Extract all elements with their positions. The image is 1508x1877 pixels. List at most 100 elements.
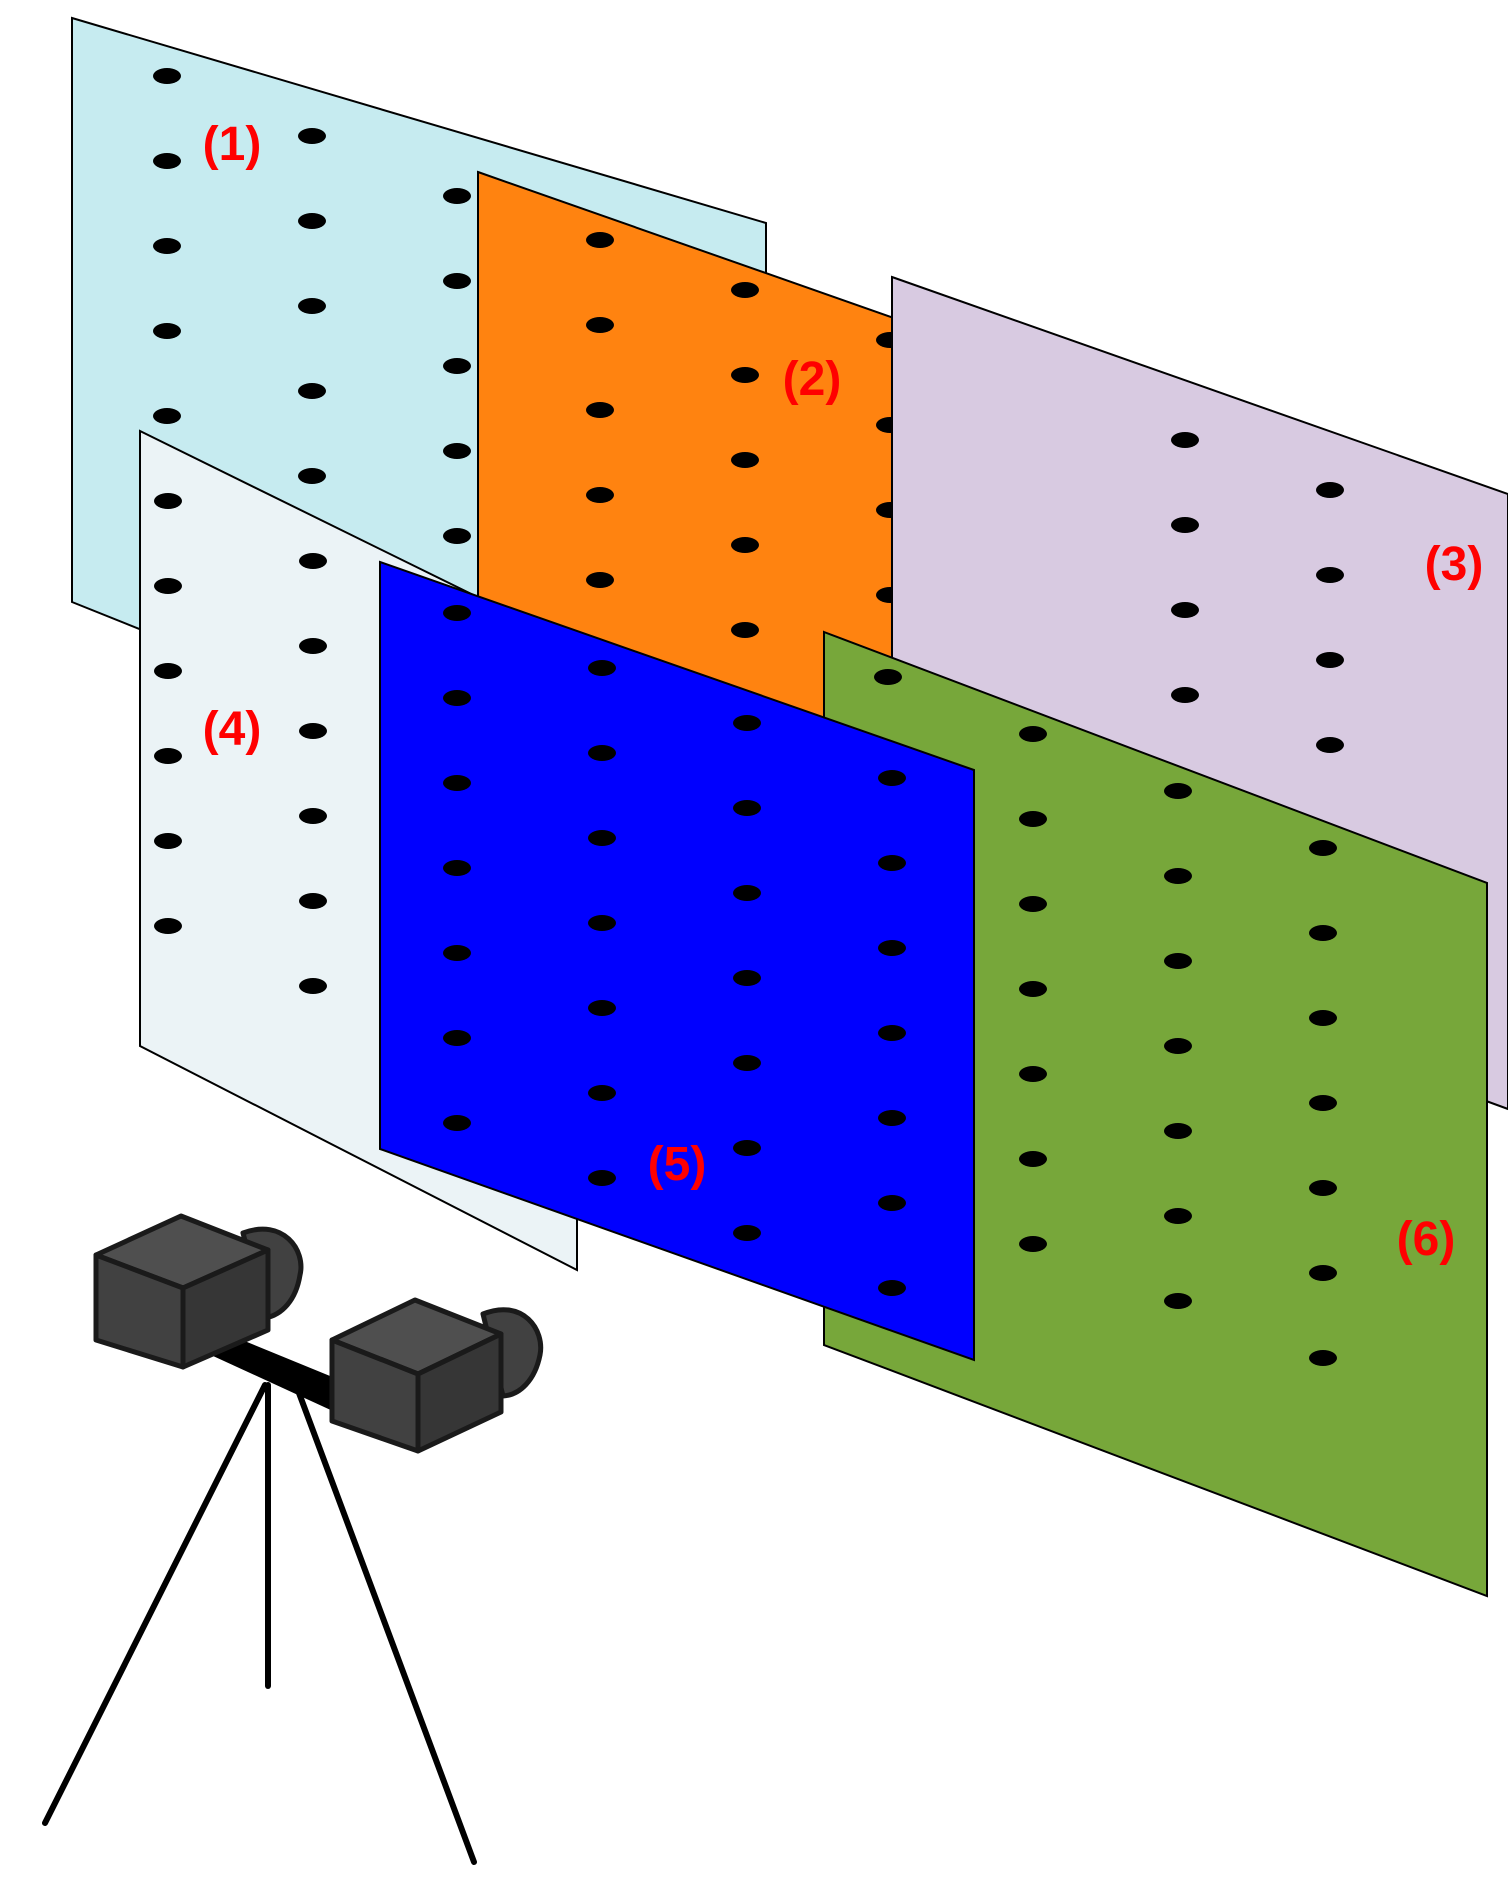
calibration-marker-dot [1019, 1236, 1047, 1252]
plate-label-3: (3) [1425, 538, 1484, 591]
calibration-marker-dot [588, 830, 616, 846]
calibration-marker-dot [443, 690, 471, 706]
calibration-marker-dot [1019, 811, 1047, 827]
calibration-marker-dot [153, 323, 181, 339]
calibration-marker-dot [733, 1055, 761, 1071]
calibration-marker-dot [1171, 602, 1199, 618]
calibration-marker-dot [731, 282, 759, 298]
calibration-marker-dot [154, 833, 182, 849]
calibration-marker-dot [1164, 1293, 1192, 1309]
calibration-marker-dot [1171, 687, 1199, 703]
calibration-marker-dot [733, 885, 761, 901]
calibration-marker-dot [154, 493, 182, 509]
calibration-marker-dot [443, 605, 471, 621]
right-camera [329, 1297, 544, 1454]
calibration-marker-dot [1164, 783, 1192, 799]
calibration-marker-dot [1309, 1350, 1337, 1366]
calibration-marker-dot [586, 572, 614, 588]
calibration-marker-dot [733, 715, 761, 731]
right-camera-side [415, 1331, 504, 1454]
calibration-plate-5 [379, 560, 975, 1362]
calibration-marker-dot [443, 775, 471, 791]
calibration-marker-dot [443, 188, 471, 204]
calibration-marker-dot [154, 663, 182, 679]
calibration-marker-dot [299, 808, 327, 824]
calibration-marker-dot [299, 893, 327, 909]
calibration-marker-dot [443, 1115, 471, 1131]
calibration-marker-dot [298, 128, 326, 144]
calibration-marker-dot [878, 1195, 906, 1211]
calibration-marker-dot [1019, 1066, 1047, 1082]
calibration-marker-dot [443, 860, 471, 876]
calibration-marker-dot [1309, 840, 1337, 856]
calibration-marker-dot [1171, 517, 1199, 533]
calibration-marker-dot [298, 298, 326, 314]
calibration-marker-dot [443, 443, 471, 459]
calibration-marker-dot [588, 1170, 616, 1186]
calibration-marker-dot [1309, 925, 1337, 941]
plate-label-1: (1) [203, 118, 262, 171]
calibration-marker-dot [878, 770, 906, 786]
calibration-marker-dot [733, 1225, 761, 1241]
tripod-leg-right [293, 1382, 477, 1865]
calibration-marker-dot [1309, 1180, 1337, 1196]
calibration-marker-dot [731, 367, 759, 383]
calibration-marker-dot [298, 383, 326, 399]
calibration-marker-dot [443, 273, 471, 289]
calibration-marker-dot [1309, 1095, 1337, 1111]
calibration-marker-dot [1316, 567, 1344, 583]
calibration-marker-dot [731, 452, 759, 468]
calibration-marker-dot [1164, 1038, 1192, 1054]
calibration-marker-dot [1309, 1010, 1337, 1026]
calibration-marker-dot [298, 213, 326, 229]
left-camera [93, 1213, 304, 1370]
calibration-marker-dot [588, 1000, 616, 1016]
calibration-marker-dot [878, 1110, 906, 1126]
calibration-marker-dot [588, 1085, 616, 1101]
plate-label-2: (2) [783, 353, 842, 406]
calibration-marker-dot [586, 402, 614, 418]
calibration-marker-dot [731, 537, 759, 553]
calibration-marker-dot [443, 358, 471, 374]
calibration-marker-dot [154, 578, 182, 594]
calibration-marker-dot [586, 317, 614, 333]
calibration-marker-dot [1164, 868, 1192, 884]
calibration-marker-dot [878, 1025, 906, 1041]
calibration-marker-dot [1309, 1265, 1337, 1281]
calibration-marker-dot [878, 940, 906, 956]
calibration-marker-dot [1164, 953, 1192, 969]
camera-crossbar [200, 1333, 352, 1412]
calibration-marker-dot [878, 855, 906, 871]
calibration-marker-dot [153, 68, 181, 84]
calibration-marker-dot [154, 918, 182, 934]
calibration-marker-dot [731, 622, 759, 638]
calibration-marker-dot [299, 638, 327, 654]
calibration-marker-dot [588, 915, 616, 931]
calibration-marker-dot [588, 660, 616, 676]
calibration-plates [71, 16, 1508, 1598]
plate-5-surface [379, 560, 975, 1362]
calibration-marker-dot [588, 745, 616, 761]
calibration-marker-dot [878, 1280, 906, 1296]
calibration-marker-dot [1316, 737, 1344, 753]
calibration-marker-dot [153, 153, 181, 169]
calibration-marker-dot [299, 553, 327, 569]
calibration-marker-dot [299, 978, 327, 994]
calibration-marker-dot [1171, 432, 1199, 448]
calibration-marker-dot [153, 408, 181, 424]
calibration-marker-dot [1316, 482, 1344, 498]
calibration-marker-dot [874, 669, 902, 685]
plate-label-5: (5) [648, 1138, 707, 1191]
plate-label-6: (6) [1397, 1213, 1456, 1266]
plate-labels: (1)(4)(2)(3)(6)(5) [203, 118, 1484, 1266]
calibration-marker-dot [1164, 1208, 1192, 1224]
calibration-marker-dot [586, 232, 614, 248]
calibration-marker-dot [153, 238, 181, 254]
calibration-marker-dot [443, 1030, 471, 1046]
calibration-marker-dot [1316, 652, 1344, 668]
calibration-marker-dot [1019, 896, 1047, 912]
calibration-marker-dot [154, 748, 182, 764]
left-camera-side [180, 1247, 271, 1370]
calibration-marker-dot [443, 945, 471, 961]
